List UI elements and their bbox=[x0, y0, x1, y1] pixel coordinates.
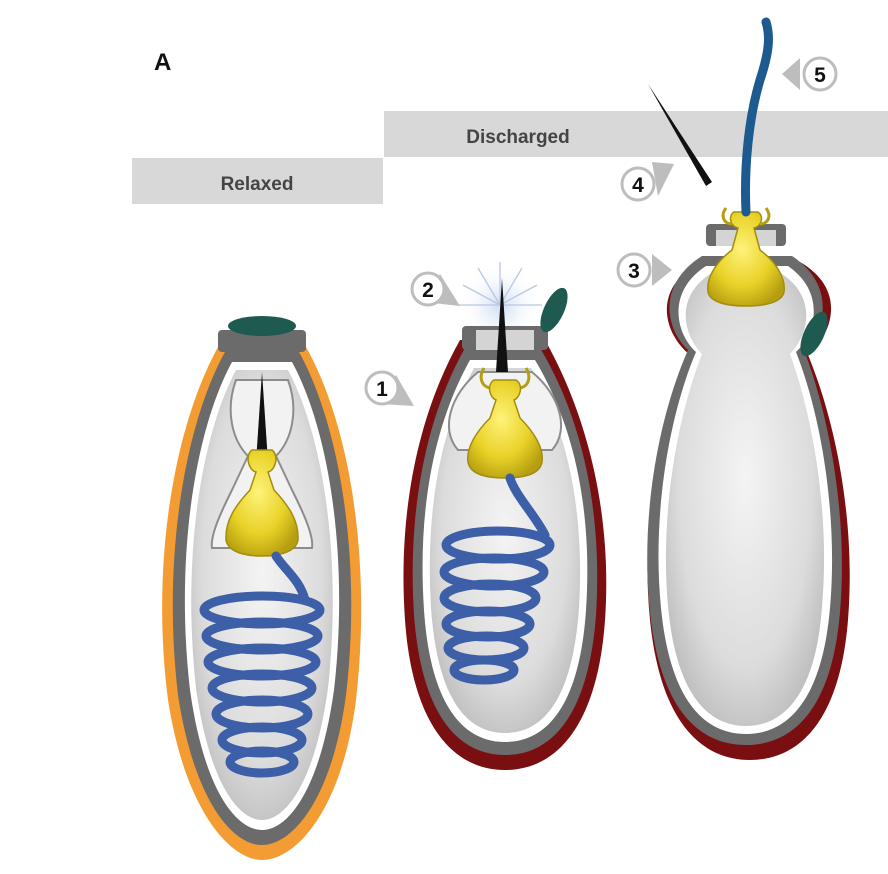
callout-2: 2 bbox=[410, 271, 460, 307]
discharged-capsule bbox=[647, 17, 850, 760]
callout-4-label: 4 bbox=[632, 174, 644, 197]
callout-5-label: 5 bbox=[814, 64, 826, 87]
discharging-capsule bbox=[403, 262, 607, 770]
panel-letter: A bbox=[154, 49, 171, 76]
callout-1: 1 bbox=[364, 370, 414, 406]
operculum-lid-discharged bbox=[800, 311, 828, 357]
callout-2-label: 2 bbox=[422, 279, 434, 302]
discharged-banner: Discharged bbox=[384, 111, 888, 157]
callout-1-label: 1 bbox=[376, 378, 388, 401]
coiled-tubule bbox=[199, 551, 325, 778]
operculum-lid bbox=[228, 316, 296, 336]
discharged-label: Discharged bbox=[466, 127, 569, 148]
everted-tubule bbox=[741, 17, 773, 217]
callout-5: 5 bbox=[782, 56, 838, 92]
operculum-lid-open bbox=[540, 287, 568, 333]
relaxed-label: Relaxed bbox=[221, 174, 294, 195]
relaxed-capsule bbox=[162, 316, 362, 860]
callout-3: 3 bbox=[616, 252, 672, 288]
released-stylet bbox=[648, 84, 712, 186]
callout-4: 4 bbox=[620, 162, 674, 202]
relaxed-banner: Relaxed bbox=[132, 158, 383, 204]
callout-3-label: 3 bbox=[628, 260, 640, 283]
coiled-tubule-2 bbox=[439, 473, 555, 685]
